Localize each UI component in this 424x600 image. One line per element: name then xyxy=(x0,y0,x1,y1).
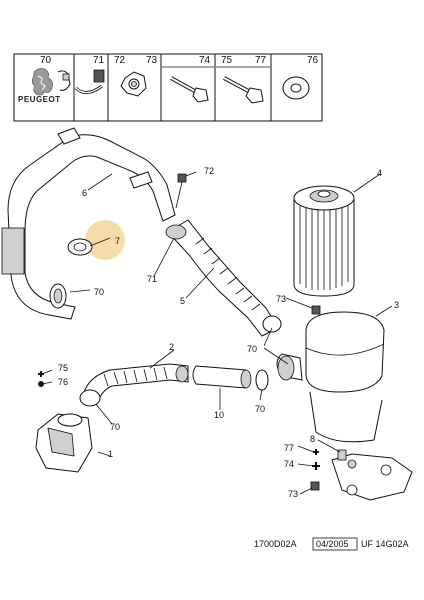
fastener-76 xyxy=(38,381,44,387)
callout-76: 76 xyxy=(58,377,68,387)
callout-2: 2 xyxy=(169,342,174,352)
callout-74: 74 xyxy=(284,459,294,469)
brand-name: PEUGEOT xyxy=(18,95,61,104)
filter-housing-3 xyxy=(276,311,385,443)
clamp-70-left xyxy=(49,283,67,309)
callout-8: 8 xyxy=(310,434,315,444)
callout-10: 10 xyxy=(214,410,224,420)
callout-75: 75 xyxy=(58,363,68,373)
clip-73-top xyxy=(311,305,321,315)
callout-labels: 4 6 7 70 71 72 5 73 3 70 2 70 10 70 1 75… xyxy=(58,166,399,499)
header-label-71: 71 xyxy=(93,55,105,66)
footer-date: 04/2005 xyxy=(316,539,349,549)
fastener-73-bottom xyxy=(310,481,320,491)
callout-1: 1 xyxy=(108,449,113,459)
hose-clamp-icon xyxy=(74,69,105,94)
corrugated-hose-5 xyxy=(165,219,282,337)
clip-icon xyxy=(57,70,71,91)
header-label-77: 77 xyxy=(255,55,267,66)
callout-7: 7 xyxy=(115,236,120,246)
callout-3: 3 xyxy=(394,300,399,310)
hose-2 xyxy=(79,363,189,407)
footer-code: UF 14G02A xyxy=(361,539,409,549)
callout-70-bottom: 70 xyxy=(110,422,120,432)
clip-72 xyxy=(175,173,187,209)
header-label-70: 70 xyxy=(40,55,52,66)
callout-70-right: 70 xyxy=(255,404,265,414)
peugeot-logo xyxy=(31,68,53,96)
header-label-75: 75 xyxy=(221,55,233,66)
inlet-1 xyxy=(35,413,93,473)
header-label-72: 72 xyxy=(114,55,126,66)
filter-element-4 xyxy=(293,185,355,297)
header-parts-strip: PEUGEOT 70 71 72 73 74 75 77 xyxy=(13,53,323,122)
callout-5: 5 xyxy=(180,296,185,306)
bolt-icon xyxy=(170,76,209,103)
callout-4: 4 xyxy=(377,168,382,178)
callout-71: 71 xyxy=(147,274,157,284)
footer-reference: 1700D02A 04/2005 UF 14G02A xyxy=(254,537,409,551)
fastener-75 xyxy=(38,371,44,377)
callout-73-top: 73 xyxy=(276,294,286,304)
nut-icon xyxy=(120,71,147,97)
callout-70-mid: 70 xyxy=(247,344,257,354)
leader-lines xyxy=(41,171,393,495)
header-label-73: 73 xyxy=(146,55,158,66)
callout-72: 72 xyxy=(204,166,214,176)
callout-70-left: 70 xyxy=(94,287,104,297)
callout-6: 6 xyxy=(82,188,87,198)
washer-icon xyxy=(282,76,310,100)
stud-bolt-icon xyxy=(223,76,264,104)
callout-77: 77 xyxy=(284,443,294,453)
bracket-8 xyxy=(331,449,413,501)
sleeve-10 xyxy=(192,365,269,391)
footer-ref: 1700D02A xyxy=(254,539,297,549)
header-label-74: 74 xyxy=(199,55,211,66)
callout-73-bottom: 73 xyxy=(288,489,298,499)
header-label-76: 76 xyxy=(307,55,319,66)
